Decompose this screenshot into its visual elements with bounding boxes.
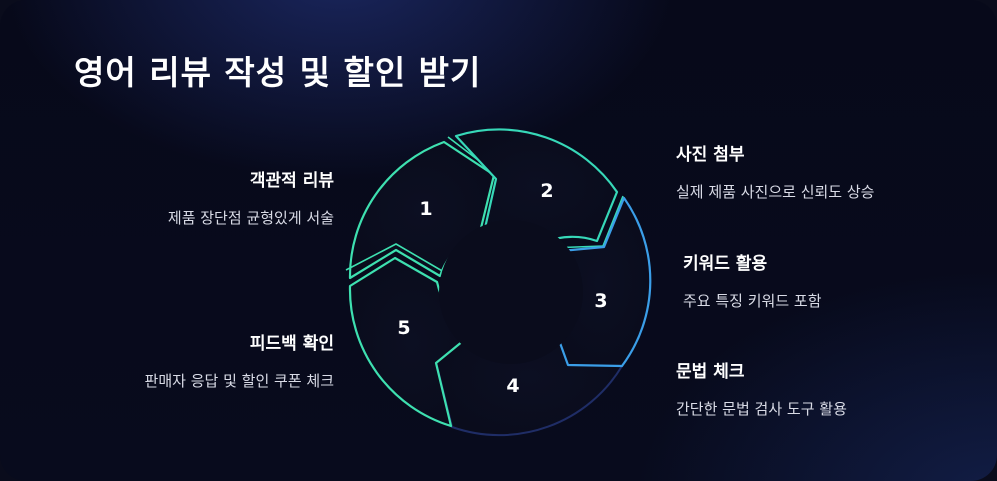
step-1-heading: 객관적 리뷰 xyxy=(249,171,334,191)
step-5-heading: 피드백 확인 xyxy=(249,334,334,354)
step-number-2: 2 xyxy=(540,180,553,202)
step-3-label: 키워드 활용 주요 특징 키워드 포함 xyxy=(683,253,822,311)
page-title: 영어 리뷰 작성 및 할인 받기 xyxy=(74,53,482,92)
step-1-label: 객관적 리뷰 제품 장단점 균형있게 서술 xyxy=(168,170,334,228)
step-number-3: 3 xyxy=(594,290,607,312)
step-3-heading: 키워드 활용 xyxy=(683,254,768,274)
step-number-1: 1 xyxy=(419,198,432,220)
step-4-heading: 문법 체크 xyxy=(676,362,745,382)
step-number-4: 4 xyxy=(506,375,519,397)
step-5-label: 피드백 확인 판매자 응답 및 할인 쿠폰 체크 xyxy=(145,333,334,391)
step-2-label: 사진 첨부 실제 제품 사진으로 신뢰도 상승 xyxy=(676,144,874,202)
step-2-description: 실제 제품 사진으로 신뢰도 상승 xyxy=(676,183,875,201)
step-1-description: 제품 장단점 균형있게 서술 xyxy=(167,209,334,227)
step-4-description: 간단한 문법 검사 도구 활용 xyxy=(676,400,847,418)
step-4-label: 문법 체크 간단한 문법 검사 도구 활용 xyxy=(676,361,847,419)
step-number-5: 5 xyxy=(397,317,410,339)
cycle-hub xyxy=(439,220,583,364)
step-2-heading: 사진 첨부 xyxy=(676,145,745,165)
step-5-description: 판매자 응답 및 할인 쿠폰 체크 xyxy=(144,372,334,390)
step-3-description: 주요 특징 키워드 포함 xyxy=(683,292,822,310)
